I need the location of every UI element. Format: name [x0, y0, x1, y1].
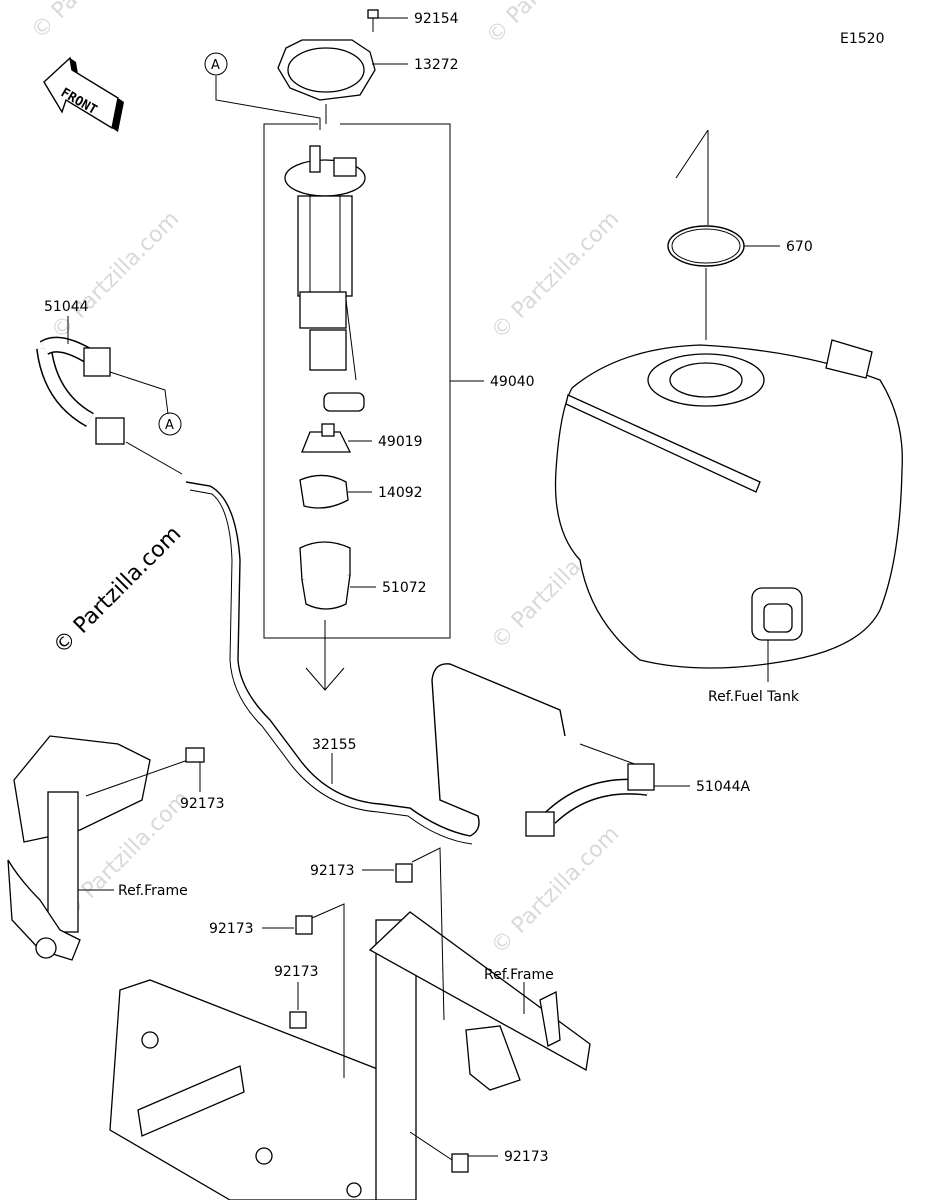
- label-14092: 14092: [348, 485, 423, 501]
- label-13272: 13272: [372, 57, 459, 73]
- ref-fuel-tank-label: Ref.Fuel Tank: [708, 689, 800, 705]
- front-label: FRONT: [58, 85, 100, 118]
- label-51044: 51044: [44, 299, 89, 315]
- left-frame: Ref.Frame 92173: [7, 735, 225, 961]
- watermark: © Partzilla.com: [487, 822, 625, 960]
- bottom-frame: Ref.Frame: [109, 911, 591, 1200]
- label-51072: 51072: [350, 580, 427, 596]
- svg-text:92173: 92173: [274, 964, 319, 980]
- watermark: © Partzilla.com: [27, 0, 165, 44]
- label-49040: 49040: [450, 374, 535, 390]
- watermark: © Partzilla.com: [47, 207, 185, 345]
- svg-text:14092: 14092: [378, 485, 423, 501]
- fuel-line-32155: 32155: [125, 441, 566, 845]
- clip-92173-e: 92173: [409, 1131, 549, 1173]
- label-92173-a: 92173: [180, 796, 225, 812]
- ref-a-label: A: [165, 418, 174, 433]
- svg-text:92154: 92154: [414, 11, 459, 27]
- svg-text:92173: 92173: [209, 921, 254, 937]
- ref-frame-right-label: Ref.Frame: [484, 967, 554, 983]
- hose-51044: 51044: [36, 299, 169, 445]
- diagram-code: E1520: [840, 31, 884, 47]
- partzilla-watermark: © Partzilla.com: [49, 522, 187, 660]
- label-51044a: 51044A: [696, 779, 751, 795]
- clip-92173-b: 92173: [310, 847, 445, 1021]
- svg-text:13272: 13272: [414, 57, 459, 73]
- clip-92173-d: 92173: [274, 964, 319, 1029]
- watermark: © Partzilla.com: [487, 207, 625, 345]
- svg-text:49040: 49040: [490, 374, 535, 390]
- svg-text:51072: 51072: [382, 580, 427, 596]
- label-670: 670: [786, 239, 813, 255]
- svg-text:49019: 49019: [378, 434, 423, 450]
- hose-51044a: 51044A: [525, 743, 751, 837]
- ref-frame-left-label: Ref.Frame: [118, 883, 188, 899]
- fuel-tank: 670 Ref.Fuel Tank: [554, 129, 903, 705]
- label-32155: 32155: [312, 737, 357, 753]
- front-arrow: FRONT: [43, 56, 124, 132]
- label-92154: 92154: [378, 11, 459, 27]
- watermark: © Partzilla.com: [482, 0, 620, 49]
- svg-text:92173: 92173: [310, 863, 355, 879]
- ref-a-label: A: [211, 58, 220, 73]
- fuel-pump-group: [215, 9, 451, 691]
- clip-92173-c: 92173: [209, 903, 345, 1078]
- ref-a-circle-top: A: [204, 52, 228, 76]
- ref-a-circle-left: A: [158, 412, 182, 436]
- svg-text:92173: 92173: [504, 1149, 549, 1165]
- label-49019: 49019: [348, 434, 423, 450]
